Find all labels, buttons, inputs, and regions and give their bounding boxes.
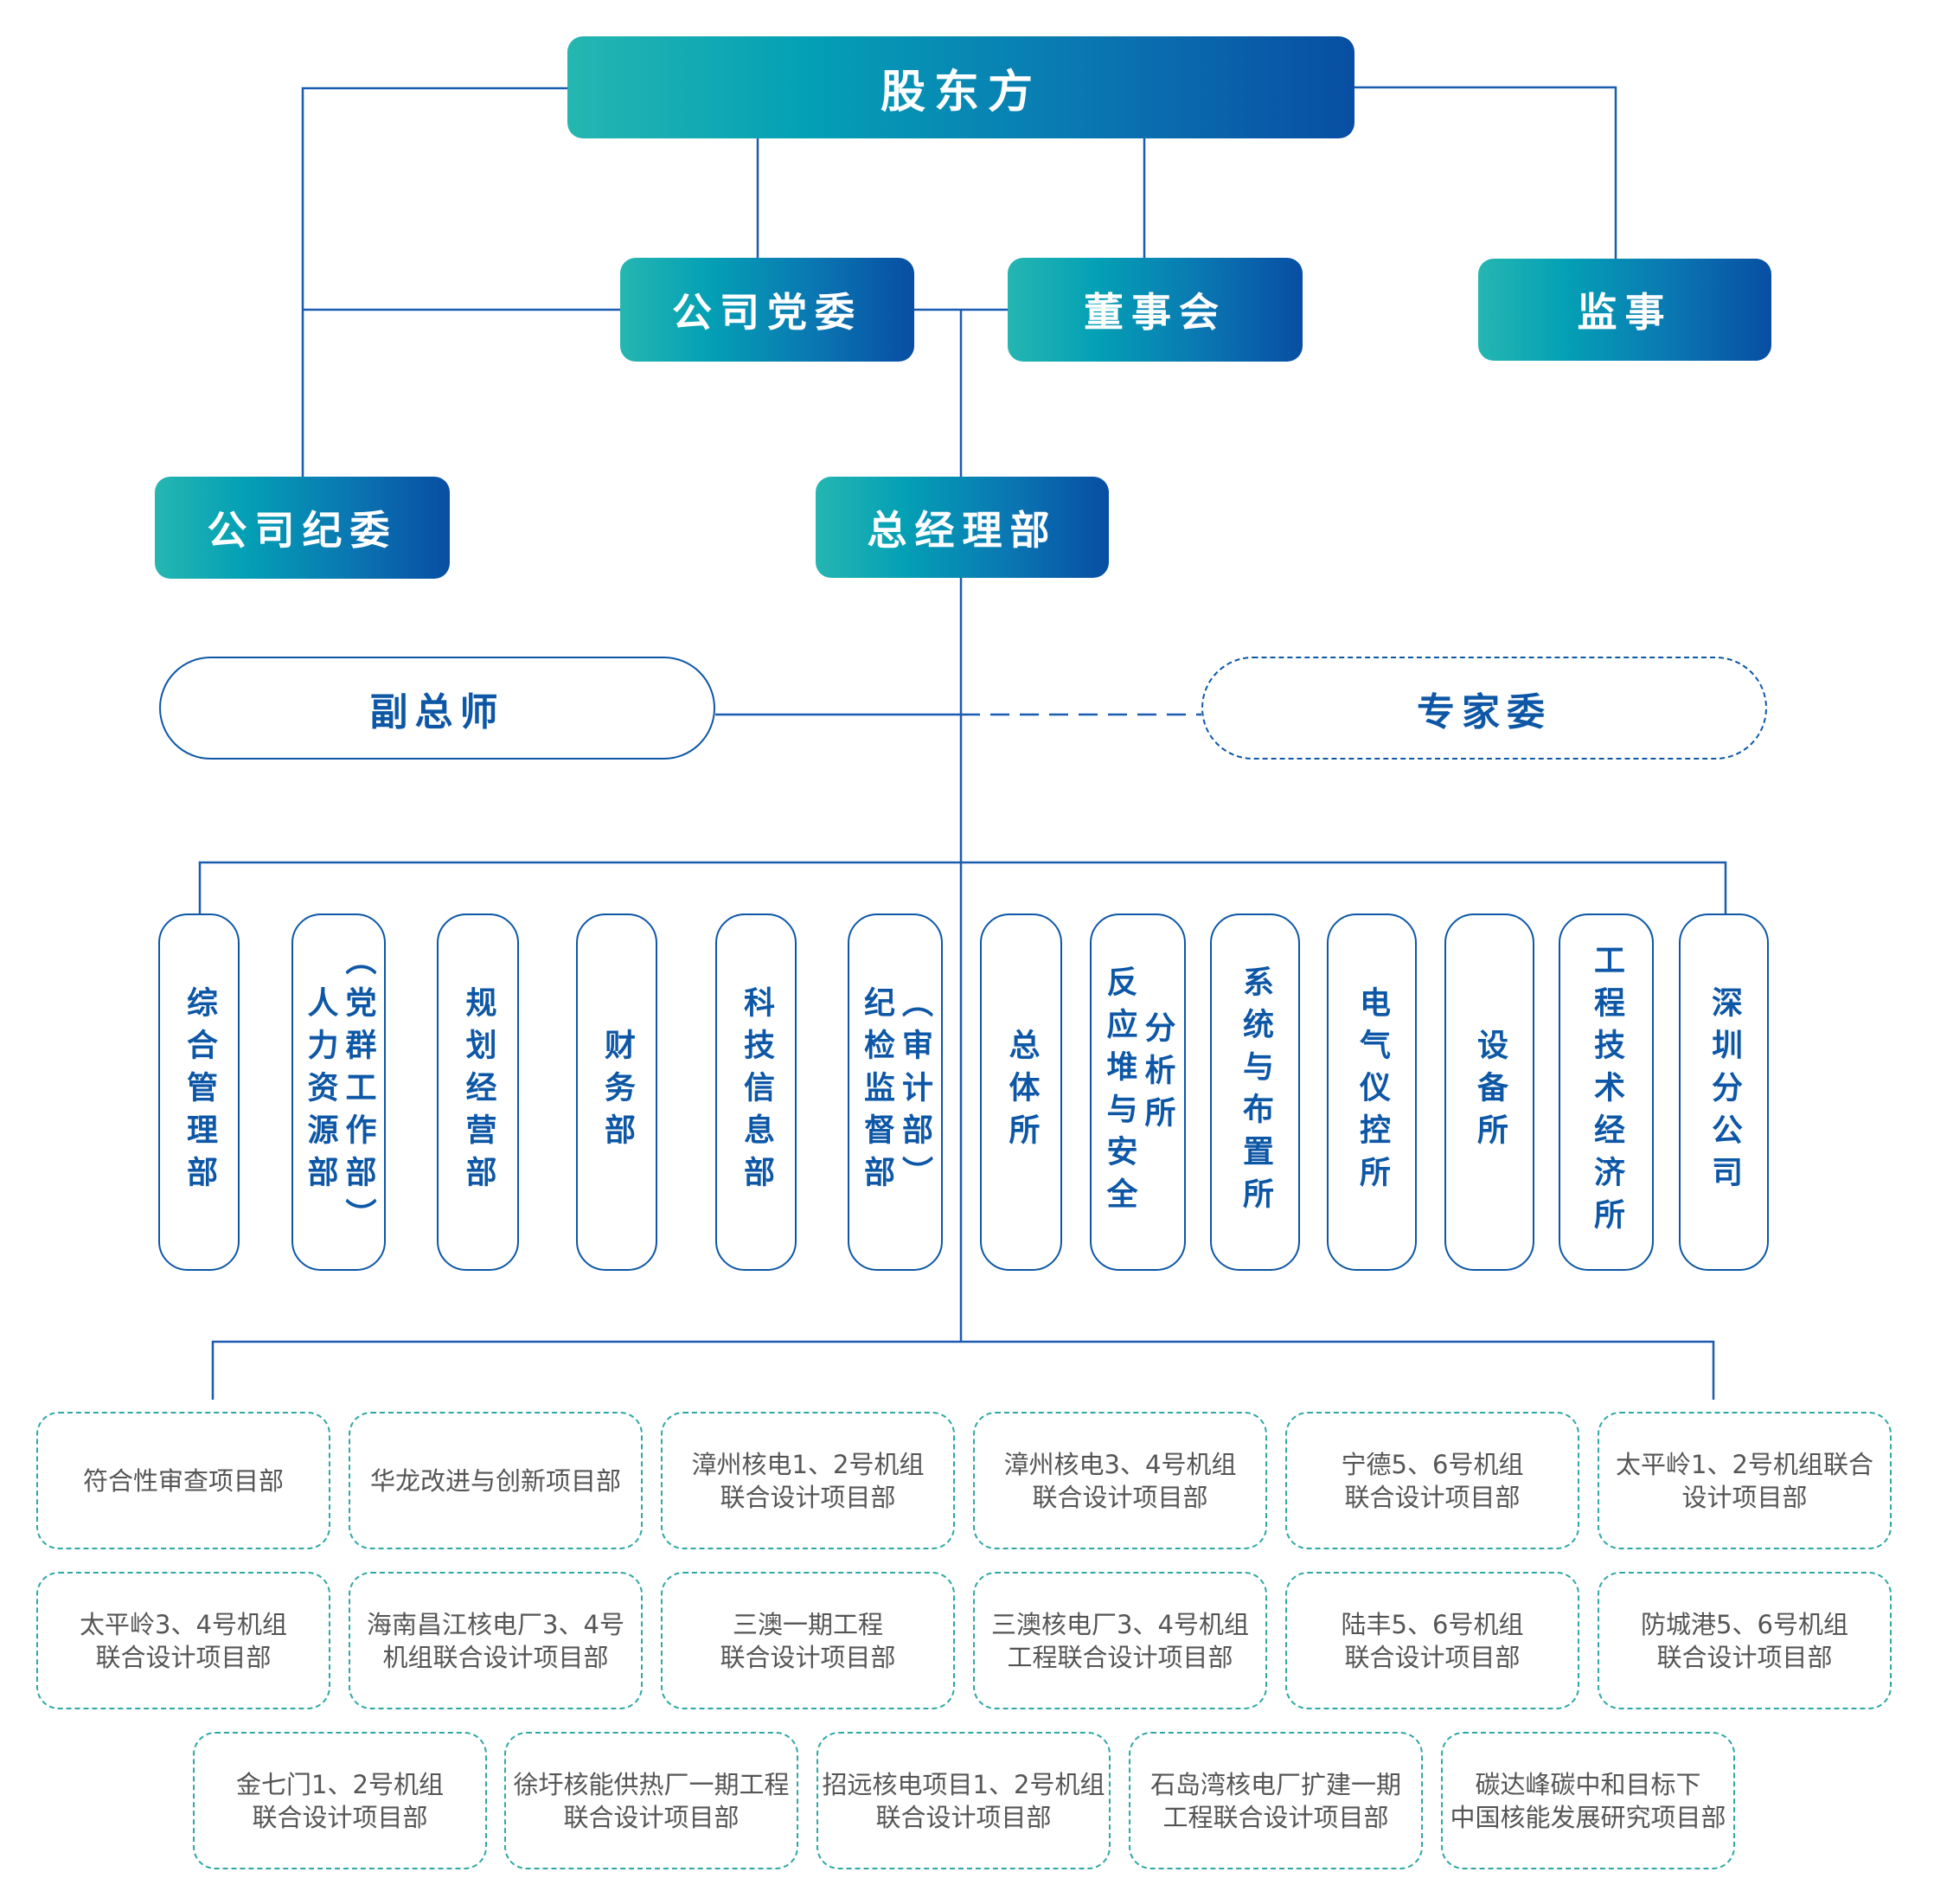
node-label: 副总师 — [369, 689, 505, 734]
project-box[interactable]: 太平岭1、2号机组联合设计项目部 — [1598, 1412, 1892, 1549]
project-label-line: 华龙改进与创新项目部 — [369, 1465, 621, 1496]
project-box[interactable]: 徐圩核能供热厂一期工程联合设计项目部 — [504, 1732, 798, 1869]
project-label-line: 符合性审查项目部 — [82, 1465, 284, 1496]
department-box[interactable]: 总体所 — [980, 914, 1062, 1271]
project-label-line: 工程联合设计项目部 — [1007, 1642, 1233, 1672]
project-label-line: 漳州核电1、2号机组 — [691, 1449, 925, 1479]
project-label-line: 宁德5、6号机组 — [1341, 1449, 1524, 1479]
department-box[interactable]: 系统与布置所 — [1210, 914, 1300, 1271]
node-general-manager[interactable]: 总经理部 — [816, 477, 1109, 578]
project-label-line: 太平岭3、4号机组 — [80, 1609, 287, 1639]
node-label: 专家委 — [1417, 689, 1552, 734]
project-box[interactable]: 漳州核电1、2号机组联合设计项目部 — [661, 1412, 955, 1549]
project-label-line: 漳州核电3、4号机组 — [1003, 1449, 1237, 1479]
project-label-line: 联合设计项目部 — [95, 1642, 272, 1672]
node-discipline-committee[interactable]: 公司纪委 — [155, 477, 450, 579]
project-box[interactable]: 宁德5、6号机组联合设计项目部 — [1285, 1412, 1579, 1549]
project-box[interactable]: 防城港5、6号机组联合设计项目部 — [1598, 1572, 1892, 1709]
connector-departments-bus — [198, 861, 1727, 914]
project-box[interactable]: 招远核电项目1、2号机组联合设计项目部 — [817, 1732, 1111, 1869]
project-label-line: 联合设计项目部 — [1656, 1642, 1833, 1672]
project-label-line: 陆丰5、6号机组 — [1341, 1609, 1524, 1639]
project-label-line: 联合设计项目部 — [1344, 1642, 1521, 1672]
department-label: 财务部 — [599, 1029, 635, 1156]
connector-shareholders-supervisor — [1354, 86, 1617, 259]
project-label-line: 三澳核电厂3、4号机组 — [991, 1609, 1249, 1639]
department-box[interactable]: 工程技术经济所 — [1559, 914, 1654, 1271]
department-box[interactable]: 综合管理部 — [158, 914, 240, 1271]
department-box[interactable]: （审计部）纪检监督部 — [848, 914, 943, 1271]
project-label-line: 防城港5、6号机组 — [1641, 1609, 1848, 1639]
department-label: 工程技术经济所 — [1589, 944, 1624, 1240]
project-label-line: 联合设计项目部 — [1344, 1482, 1521, 1512]
department-box[interactable]: （党群工作部）人力资源部 — [291, 914, 386, 1271]
department-label: 科技信息部 — [739, 986, 774, 1198]
project-label-line: 石岛湾核电厂扩建一期 — [1150, 1769, 1401, 1799]
project-label-line: 设计项目部 — [1681, 1482, 1808, 1512]
node-deputy-chief-engineer[interactable]: 副总师 — [159, 657, 715, 760]
project-box[interactable]: 碳达峰碳中和目标下中国核能发展研究项目部 — [1441, 1732, 1735, 1869]
project-label-line: 徐圩核能供热厂一期工程 — [513, 1769, 790, 1799]
department-label: 分析所 — [1139, 1011, 1175, 1138]
department-label: 人力资源部 — [302, 986, 338, 1198]
department-box[interactable]: 电气仪控所 — [1327, 914, 1417, 1271]
department-box[interactable]: 财务部 — [576, 914, 657, 1271]
project-box[interactable]: 三澳一期工程联合设计项目部 — [661, 1572, 955, 1709]
node-supervisor[interactable]: 监事 — [1478, 259, 1771, 361]
project-label-line: 招远核电项目1、2号机组 — [822, 1769, 1105, 1799]
node-board[interactable]: 董事会 — [1008, 258, 1303, 362]
department-label: 设备所 — [1472, 1029, 1508, 1156]
node-label: 总经理部 — [867, 506, 1058, 554]
department-label: （审计部） — [897, 986, 932, 1198]
department-label: 总体所 — [1003, 1029, 1040, 1156]
project-label-line: 海南昌江核电厂3、4号 — [367, 1609, 624, 1639]
department-label: 综合管理部 — [182, 986, 217, 1198]
project-box[interactable]: 太平岭3、4号机组联合设计项目部 — [36, 1572, 330, 1709]
project-box[interactable]: 符合性审查项目部 — [36, 1412, 330, 1549]
department-label: 反应堆与安全 — [1101, 965, 1137, 1220]
department-box[interactable]: 分析所反应堆与安全 — [1090, 914, 1186, 1271]
department-label: 深圳分公司 — [1707, 986, 1742, 1198]
node-expert-committee[interactable]: 专家委 — [1201, 657, 1767, 760]
project-label-line: 金七门1、2号机组 — [236, 1769, 444, 1799]
department-label: 规划经营部 — [460, 986, 496, 1198]
project-label-line: 三澳一期工程 — [732, 1609, 883, 1639]
project-box[interactable]: 漳州核电3、4号机组联合设计项目部 — [973, 1412, 1267, 1549]
connector-projects-bus — [211, 1340, 1715, 1400]
node-label: 董事会 — [1084, 289, 1226, 336]
project-label-line: 碳达峰碳中和目标下 — [1475, 1769, 1701, 1799]
department-box[interactable]: 设备所 — [1444, 914, 1534, 1271]
node-shareholders[interactable]: 股东方 — [567, 36, 1354, 138]
project-box[interactable]: 海南昌江核电厂3、4号机组联合设计项目部 — [349, 1572, 643, 1709]
department-box[interactable]: 深圳分公司 — [1679, 914, 1769, 1271]
project-box[interactable]: 三澳核电厂3、4号机组工程联合设计项目部 — [973, 1572, 1267, 1709]
project-box[interactable]: 陆丰5、6号机组联合设计项目部 — [1285, 1572, 1579, 1709]
department-label: 系统与布置所 — [1238, 965, 1273, 1220]
connector-shareholders-discipline — [301, 87, 567, 477]
node-label: 公司党委 — [672, 289, 862, 336]
project-label-line: 联合设计项目部 — [563, 1802, 740, 1832]
project-box[interactable]: 石岛湾核电厂扩建一期工程联合设计项目部 — [1129, 1732, 1423, 1869]
project-label-line: 机组联合设计项目部 — [382, 1642, 609, 1672]
project-label-line: 工程联合设计项目部 — [1162, 1802, 1389, 1832]
project-box[interactable]: 金七门1、2号机组联合设计项目部 — [193, 1732, 487, 1869]
node-label: 监事 — [1577, 289, 1673, 336]
project-label-line: 联合设计项目部 — [252, 1802, 428, 1832]
project-label-line: 联合设计项目部 — [875, 1802, 1052, 1832]
department-box[interactable]: 科技信息部 — [715, 914, 797, 1271]
project-label-line: 联合设计项目部 — [1032, 1482, 1208, 1512]
department-label: 纪检监督部 — [859, 986, 894, 1198]
project-label-line: 中国核能发展研究项目部 — [1450, 1802, 1726, 1832]
department-label: （党群工作部） — [340, 944, 376, 1240]
node-label: 股东方 — [880, 66, 1041, 119]
department-box[interactable]: 规划经营部 — [437, 914, 519, 1271]
node-party-committee[interactable]: 公司党委 — [620, 258, 914, 362]
node-label: 公司纪委 — [207, 507, 398, 554]
project-label-line: 太平岭1、2号机组联合 — [1616, 1449, 1873, 1479]
department-label: 电气仪控所 — [1354, 986, 1390, 1198]
project-label-line: 联合设计项目部 — [720, 1642, 896, 1672]
project-label-line: 联合设计项目部 — [720, 1482, 896, 1512]
project-box[interactable]: 华龙改进与创新项目部 — [349, 1412, 643, 1549]
